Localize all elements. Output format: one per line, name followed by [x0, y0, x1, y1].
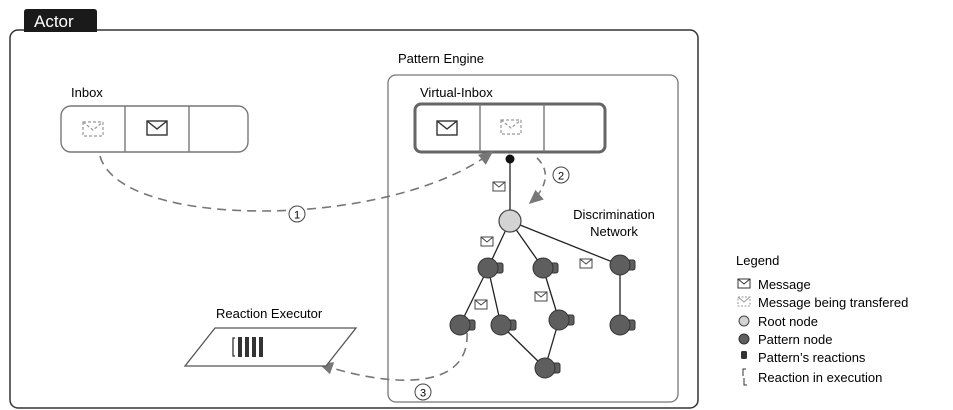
- svg-text:Pattern node: Pattern node: [758, 332, 832, 347]
- envelope-icon: [579, 258, 593, 269]
- svg-text:Discrimination: Discrimination: [573, 207, 655, 222]
- pattern-node: [449, 314, 476, 336]
- legend-item-message-transfer: Message being transfered: [737, 295, 908, 310]
- svg-text:Pattern’s reactions: Pattern’s reactions: [758, 350, 866, 365]
- actor-label: Actor: [34, 12, 74, 31]
- discrimination-network-label: Discrimination Network: [573, 207, 655, 239]
- reaction-executor-label: Reaction Executor: [216, 306, 323, 321]
- legend: Legend Message Message being transfered …: [736, 253, 908, 386]
- pattern-node: [534, 357, 561, 379]
- transfer-arrow-3: [318, 332, 468, 381]
- envelope-icon: [480, 236, 494, 247]
- envelope-icon: [146, 120, 168, 136]
- transfer-arrow-2: [528, 157, 547, 205]
- legend-item-message: Message: [737, 277, 811, 292]
- pattern-node: [609, 254, 636, 276]
- pattern-node: [532, 257, 559, 279]
- step-3-badge: 3: [414, 383, 432, 401]
- svg-text:Message being transfered: Message being transfered: [758, 295, 908, 310]
- inbox-label: Inbox: [71, 85, 103, 100]
- legend-title: Legend: [736, 253, 779, 268]
- pattern-node: [490, 314, 517, 336]
- svg-text:Message: Message: [758, 277, 811, 292]
- svg-text:Reaction in execution: Reaction in execution: [758, 370, 882, 385]
- svg-text:1: 1: [294, 210, 300, 222]
- pattern-engine-label: Pattern Engine: [398, 51, 484, 66]
- svg-text:Network: Network: [590, 224, 638, 239]
- svg-text:3: 3: [420, 388, 426, 400]
- transfer-arrow-1: [99, 151, 494, 212]
- legend-item-pattern-node: Pattern node: [738, 332, 832, 347]
- envelope-icon: [436, 120, 458, 136]
- envelope-icon: [474, 299, 488, 310]
- pattern-node: [609, 314, 636, 336]
- envelope-icon: [492, 181, 506, 192]
- pattern-node: [477, 257, 504, 279]
- virtual-inbox-label: Virtual-Inbox: [420, 85, 493, 100]
- pattern-nodes: [449, 254, 636, 379]
- envelope-icon: [534, 291, 548, 302]
- legend-item-root-node: Root node: [738, 314, 818, 329]
- step-2-badge: 2: [552, 166, 570, 184]
- reaction-in-execution-icon: [232, 337, 263, 357]
- virtual-inbox: Virtual-Inbox: [413, 85, 607, 154]
- svg-text:2: 2: [558, 171, 564, 183]
- legend-item-reaction-execution: Reaction in execution: [742, 368, 882, 386]
- inbox: Inbox: [60, 85, 249, 153]
- actor-container: Actor: [9, 9, 699, 409]
- svg-text:Root node: Root node: [758, 314, 818, 329]
- legend-item-pattern-reactions: Pattern’s reactions: [741, 350, 866, 365]
- actor-tab: [24, 9, 97, 32]
- reaction-executor: Reaction Executor: [183, 306, 358, 367]
- pattern-engine: Pattern Engine: [387, 51, 679, 403]
- pattern-node: [548, 309, 575, 331]
- step-1-badge: 1: [288, 205, 306, 223]
- entry-point: [505, 154, 515, 164]
- root-node: [498, 209, 522, 233]
